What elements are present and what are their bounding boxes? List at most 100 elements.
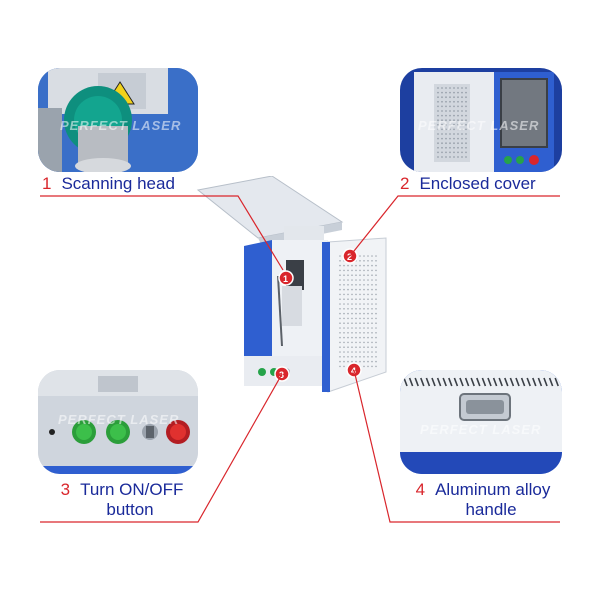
vent-hole [343, 365, 345, 368]
vent-hole [359, 274, 361, 276]
vent-hole [339, 288, 341, 291]
vent-hole [437, 110, 439, 112]
vent-hole [371, 336, 373, 339]
vent-hole [457, 123, 459, 126]
vent-hole [449, 151, 451, 154]
vent-hole [371, 269, 373, 272]
vent-hole [461, 114, 463, 117]
vent-hole [355, 293, 357, 296]
vent-hole [437, 133, 439, 135]
vent-hole [347, 322, 349, 324]
vent-hole [339, 269, 341, 272]
svg-text:4: 4 [351, 366, 356, 376]
callout-number: 4 [415, 480, 426, 499]
vent-hole [355, 346, 357, 348]
vent-hole [355, 351, 357, 353]
vent-hole [359, 298, 361, 300]
vent-hole [339, 322, 341, 324]
vent-hole [351, 269, 353, 272]
vent-hole [339, 341, 341, 344]
vent-hole [461, 123, 463, 126]
vent-hole [339, 279, 341, 281]
vent-hole [371, 264, 373, 267]
vent-hole [371, 298, 373, 300]
vent-hole [363, 284, 365, 286]
vent-hole [457, 96, 459, 99]
svg-text:2: 2 [347, 252, 352, 262]
vent-hole [445, 96, 447, 99]
vent-hole [355, 298, 357, 300]
vent-hole [449, 87, 451, 89]
vent-hole [375, 255, 377, 257]
vent-hole [363, 279, 365, 281]
vent-hole [367, 255, 369, 257]
vent-hole [453, 96, 455, 99]
badge-4: 4 [346, 362, 362, 378]
vent-hole [375, 327, 377, 329]
vent-hole [359, 288, 361, 291]
watermark-text: PERFECT LASER [60, 118, 181, 133]
vent-hole [367, 327, 369, 329]
vent-hole [347, 317, 349, 320]
vent-hole [343, 274, 345, 276]
vent-hole [465, 146, 467, 149]
vent-hole [453, 142, 455, 145]
vent-hole [371, 365, 373, 368]
vent-hole [351, 293, 353, 296]
vent-hole [363, 322, 365, 324]
vent-hole [351, 356, 353, 358]
vent-hole [461, 119, 463, 122]
vent-hole [445, 110, 447, 112]
vent-hole [339, 332, 341, 334]
vent-hole [437, 156, 439, 158]
vent-hole [355, 356, 357, 358]
vent-hole [351, 332, 353, 334]
vent-hole [359, 284, 361, 286]
vent-hole [359, 279, 361, 281]
vent-hole [343, 336, 345, 339]
vent-hole [359, 303, 361, 305]
on-off-button-image: PERFECT LASER [38, 370, 198, 474]
vent-hole [449, 119, 451, 122]
vent-hole [355, 341, 357, 344]
aluminum-handle-image: PERFECT LASER [400, 370, 562, 474]
vent-hole [375, 351, 377, 353]
vent-hole [371, 255, 373, 257]
vent-hole [371, 260, 373, 262]
vent-hole [367, 360, 369, 363]
vent-hole [457, 156, 459, 158]
vent-hole [355, 360, 357, 363]
vent-hole [367, 298, 369, 300]
vent-hole [461, 142, 463, 145]
vent-hole [363, 346, 365, 348]
callout-text: Scanning head [61, 174, 175, 193]
vent-hole [363, 269, 365, 272]
vent-hole [347, 308, 349, 310]
vent-hole [437, 105, 439, 108]
vent-hole [347, 341, 349, 344]
vent-hole [449, 133, 451, 135]
vent-hole [367, 264, 369, 267]
vent-hole [351, 351, 353, 353]
vent-hole [351, 327, 353, 329]
vent-hole [343, 303, 345, 305]
vent-hole [351, 308, 353, 310]
vent-hole [371, 284, 373, 286]
vent-hole [347, 303, 349, 305]
vent-hole [437, 151, 439, 154]
vent-hole [461, 91, 463, 94]
vent-hole [367, 308, 369, 310]
vent-hole [339, 308, 341, 310]
vent-hole [465, 96, 467, 99]
vent-hole [441, 123, 443, 126]
vent-hole [359, 351, 361, 353]
vent-hole [355, 317, 357, 320]
vent-hole [347, 284, 349, 286]
vent-hole [343, 312, 345, 315]
vent-hole [347, 312, 349, 315]
vent-hole [441, 96, 443, 99]
vent-hole [375, 260, 377, 262]
vent-hole [363, 327, 365, 329]
vent-hole [375, 356, 377, 358]
vent-hole [457, 133, 459, 135]
